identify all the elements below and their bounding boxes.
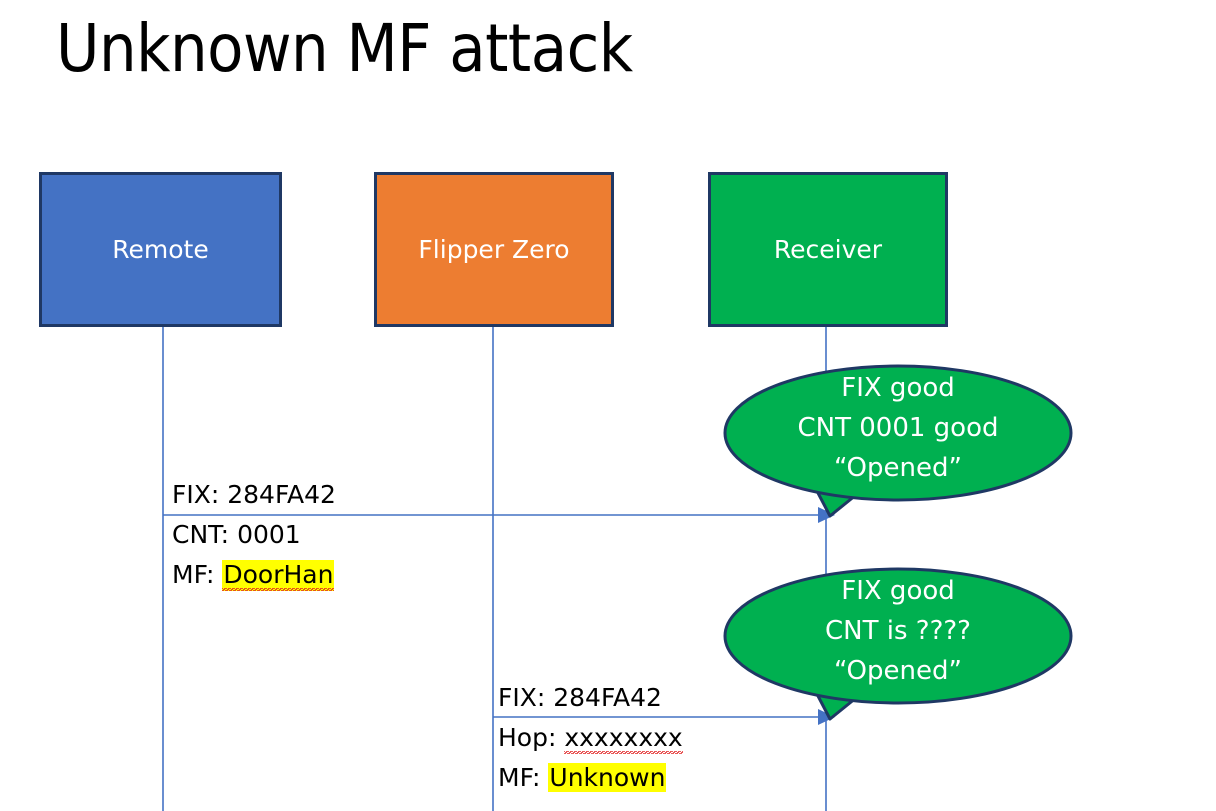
callout-2-line-3: “Opened” [834,656,962,686]
callout-bubble-1 [723,364,1073,518]
callout-1-line-1: FIX good [841,373,955,403]
message2-line-fix-label: FIX: [498,683,554,712]
callout-1-line-3: “Opened” [834,453,962,483]
message-line-fix-value: 284FA42 [227,480,336,509]
message-arrow-remote-to-receiver [163,507,835,523]
message-line-mf-value: DoorHan [222,560,335,591]
message2-line-mf: MF: Unknown [498,758,683,798]
callout-2-line-1: FIX good [841,576,955,606]
actor-box-flipper[interactable]: Flipper Zero [374,172,614,327]
message2-line-hop: Hop: xxxxxxxx [498,718,683,758]
actor-box-receiver[interactable]: Receiver [708,172,948,327]
callout-bubble-2 [723,567,1073,721]
page-title: Unknown MF attack [56,10,633,87]
message-labels-flipper-to-receiver: FIX: 284FA42 Hop: xxxxxxxx MF: Unknown [498,678,683,798]
message2-line-hop-label: Hop: [498,723,565,752]
message-line-mf-label: MF: [172,560,223,589]
message2-line-hop-value: xxxxxxxx [564,723,683,754]
message-labels-remote-to-receiver: FIX: 284FA42 CNT: 0001 MF: DoorHan [172,475,336,595]
message-line-cnt: CNT: 0001 [172,515,336,555]
actor-label-flipper: Flipper Zero [418,234,570,264]
actor-label-remote: Remote [112,234,209,264]
callout-2-text: FIX good CNT is ???? “Opened” [724,571,1072,691]
message2-line-fix-value: 284FA42 [553,683,662,712]
message-arrow-flipper-to-receiver [493,709,835,725]
callout-1-line-2: CNT 0001 good [797,413,999,443]
message-line-cnt-label: CNT: [172,520,238,549]
actor-label-receiver: Receiver [773,234,883,264]
callout-1-text: FIX good CNT 0001 good “Opened” [724,368,1072,488]
message-line-fix: FIX: 284FA42 [172,475,336,515]
message2-line-mf-label: MF: [498,763,549,792]
message2-line-fix: FIX: 284FA42 [498,678,683,718]
actor-box-remote[interactable]: Remote [39,172,282,327]
message-line-cnt-value: 0001 [237,520,301,549]
message-line-mf: MF: DoorHan [172,555,336,595]
message2-line-mf-value: Unknown [548,763,667,792]
callout-2-line-2: CNT is ???? [825,616,971,646]
message-line-fix-label: FIX: [172,480,228,509]
